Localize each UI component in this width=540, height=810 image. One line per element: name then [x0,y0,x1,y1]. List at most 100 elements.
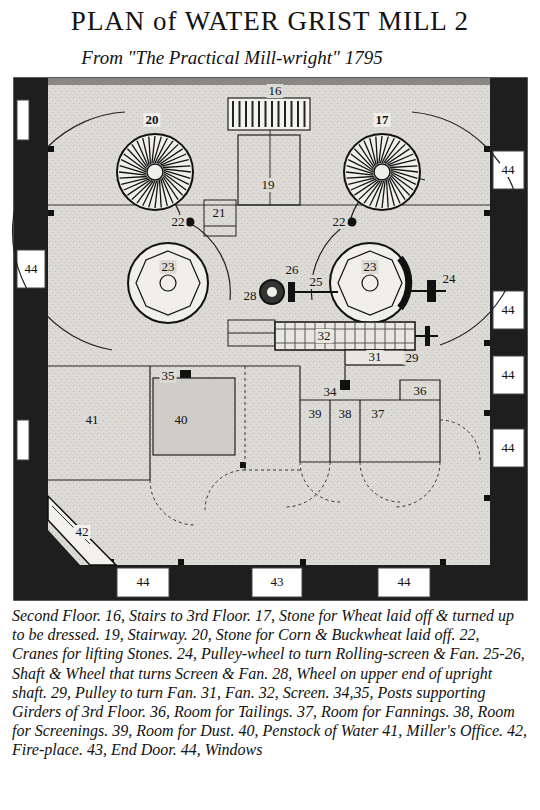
floor-lines [48,85,490,205]
subtitle: From "The Practical Mill-wright" 1795 [79,47,384,69]
stroke [149,137,151,165]
callout-number: 22 [170,215,187,229]
stroke [143,138,150,165]
fan-box [345,350,405,365]
stroke [285,322,286,350]
caption: Second Floor. 16, Stairs to 3rd Floor. 1… [12,606,528,760]
callout-number: 40 [173,413,190,427]
stroke [375,322,376,350]
stair-treads [233,101,305,127]
callout-number: 39 [307,407,324,421]
fan-pulley-29 [400,258,409,308]
callout-number: 23 [362,260,379,274]
callout-number: 43 [269,575,286,589]
callout-number: 21 [211,206,228,220]
stroke [390,166,418,168]
crane-post [186,218,195,227]
callout-number: 24 [441,272,458,286]
stroke [348,178,375,185]
callout-number: 35 [160,369,177,383]
penstock [153,378,235,455]
stroke [365,322,366,350]
upright-shaft-wheel [260,280,284,304]
millstone-wheat [344,134,420,210]
fire-place [48,496,116,565]
door-swings [150,366,480,525]
stroke [232,101,234,127]
stroke [388,179,395,206]
callout-number: 44 [500,441,517,455]
stroke [284,101,286,127]
stroke [163,166,191,168]
rolling-screen [275,322,415,350]
room-walls [48,366,440,480]
callout-number: 32 [316,329,333,343]
stroke [305,322,306,350]
callout-number: 37 [370,407,387,421]
callout-number: 44 [23,262,40,276]
callout-number: 25 [308,275,325,289]
callout-number: 28 [242,289,259,303]
stroke [387,180,389,208]
stroke [120,177,148,179]
callout-number: 16 [267,84,284,98]
callout-number: 23 [160,260,177,274]
callout-number: 20 [144,113,161,127]
stroke [258,101,260,127]
callout-number: 42 [74,525,91,539]
stroke [304,101,306,127]
stroke [389,160,416,167]
stroke [335,322,336,350]
callout-number: 44 [500,303,517,317]
callout-number: 38 [337,407,354,421]
stroke [391,170,418,178]
stairs-to-third-floor [228,98,310,130]
stroke [164,170,191,178]
crane-arcs [13,112,522,350]
stroke [355,322,356,350]
stroke [295,322,296,350]
callout-number: 44 [135,575,152,589]
callout-number: 34 [322,385,339,399]
callout-number: 29 [404,351,421,365]
callout-number: 44 [500,163,517,177]
stroke [405,322,406,350]
stroke [239,101,241,127]
stroke [252,101,254,127]
stroke [160,180,162,208]
crane-post [348,218,357,227]
callout-number: 19 [260,178,277,192]
stroke [121,178,148,185]
callout-number: 41 [84,413,101,427]
callout-number: 44 [500,368,517,382]
right-wall [490,78,527,565]
title: PLAN of WATER GRIST MILL 2 [6,6,534,37]
stroke [395,322,396,350]
stroke [278,101,280,127]
trap-box [204,200,236,236]
stroke [162,160,189,167]
posts [48,146,490,565]
post-34 [340,380,350,390]
stroke [297,101,299,127]
callout-number: 44 [396,575,413,589]
stroke [345,322,346,350]
callout-number: 22 [331,215,348,229]
stroke [347,177,375,179]
stroke [370,138,377,165]
shaft [295,291,338,293]
callout-number: 36 [412,384,429,398]
stroke [265,101,267,127]
stroke [271,101,273,127]
stroke [376,137,378,165]
callout-number: 31 [367,350,384,364]
screen-wheel [288,282,295,302]
stone-cases [128,243,410,323]
stroke [291,101,293,127]
stroke [385,322,386,350]
callout-number: 26 [284,263,301,277]
bottom-wall [14,565,527,600]
millstone-furrows [119,136,418,208]
stroke [245,101,247,127]
millstone-corn [117,134,193,210]
